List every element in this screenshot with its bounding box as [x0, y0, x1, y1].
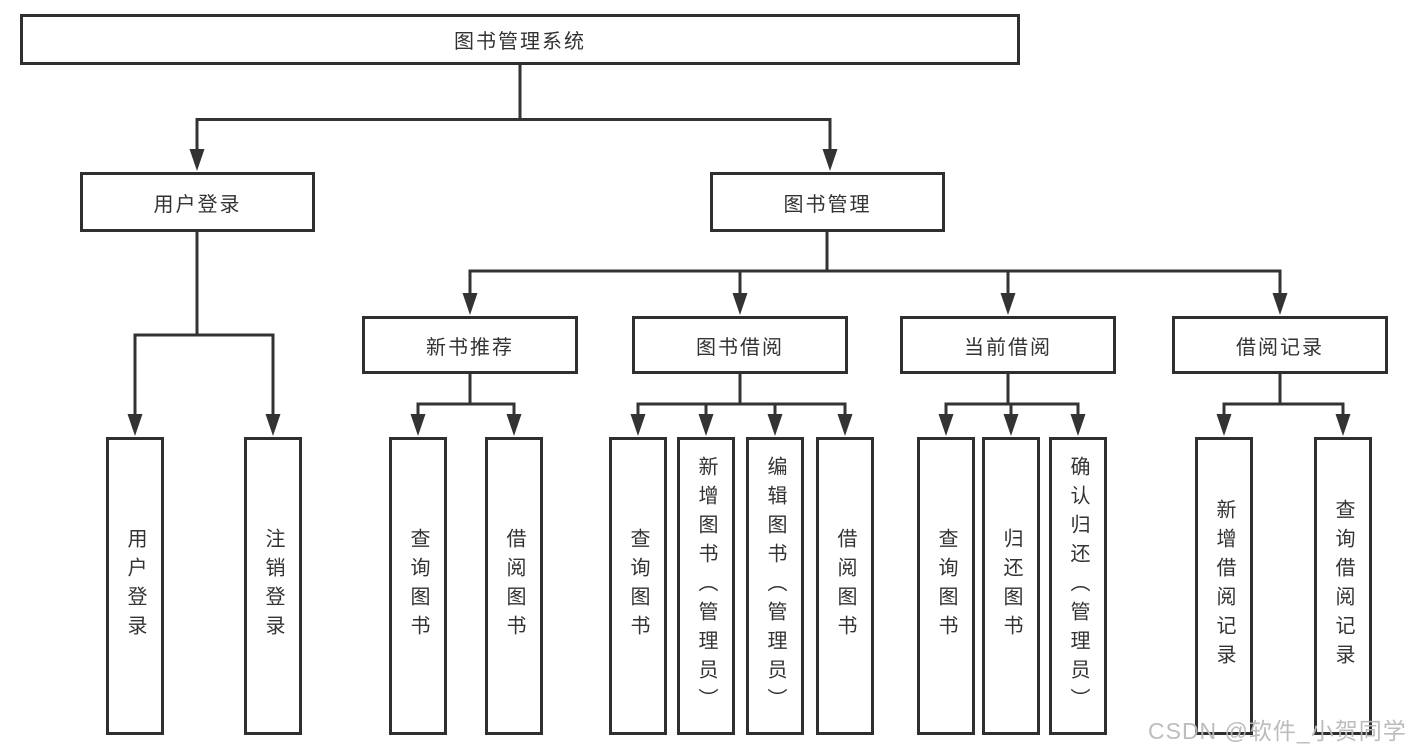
node-book-borrow: 图书借阅	[632, 316, 848, 374]
leaf-borrow-query-books: 查询图书	[609, 437, 667, 735]
leaf-records-add-record: 新增借阅记录	[1195, 437, 1253, 735]
leaf-recommend-borrow-books: 借阅图书	[485, 437, 543, 735]
leaf-current-return-books: 归还图书	[982, 437, 1040, 735]
node-borrow-records: 借阅记录	[1172, 316, 1388, 374]
leaf-current-confirm-return-admin: 确认归还（管理员）	[1049, 437, 1107, 735]
node-user-login: 用户登录	[80, 172, 315, 232]
leaf-records-query-record: 查询借阅记录	[1314, 437, 1372, 735]
leaf-borrow-edit-books-admin: 编辑图书（管理员）	[746, 437, 804, 735]
leaf-current-query-books: 查询图书	[917, 437, 975, 735]
node-new-book-recommend: 新书推荐	[362, 316, 578, 374]
leaf-borrow-add-books-admin: 新增图书（管理员）	[677, 437, 735, 735]
leaf-logout: 注销登录	[244, 437, 302, 735]
leaf-borrow-borrow-books: 借阅图书	[816, 437, 874, 735]
leaf-user-login: 用户登录	[106, 437, 164, 735]
node-current-borrow: 当前借阅	[900, 316, 1116, 374]
watermark: CSDN @软件_小贺同学	[1148, 718, 1405, 744]
leaf-recommend-query-books: 查询图书	[389, 437, 447, 735]
arrowheads	[127, 149, 1351, 436]
node-book-management: 图书管理	[710, 172, 945, 232]
node-root: 图书管理系统	[20, 14, 1020, 65]
